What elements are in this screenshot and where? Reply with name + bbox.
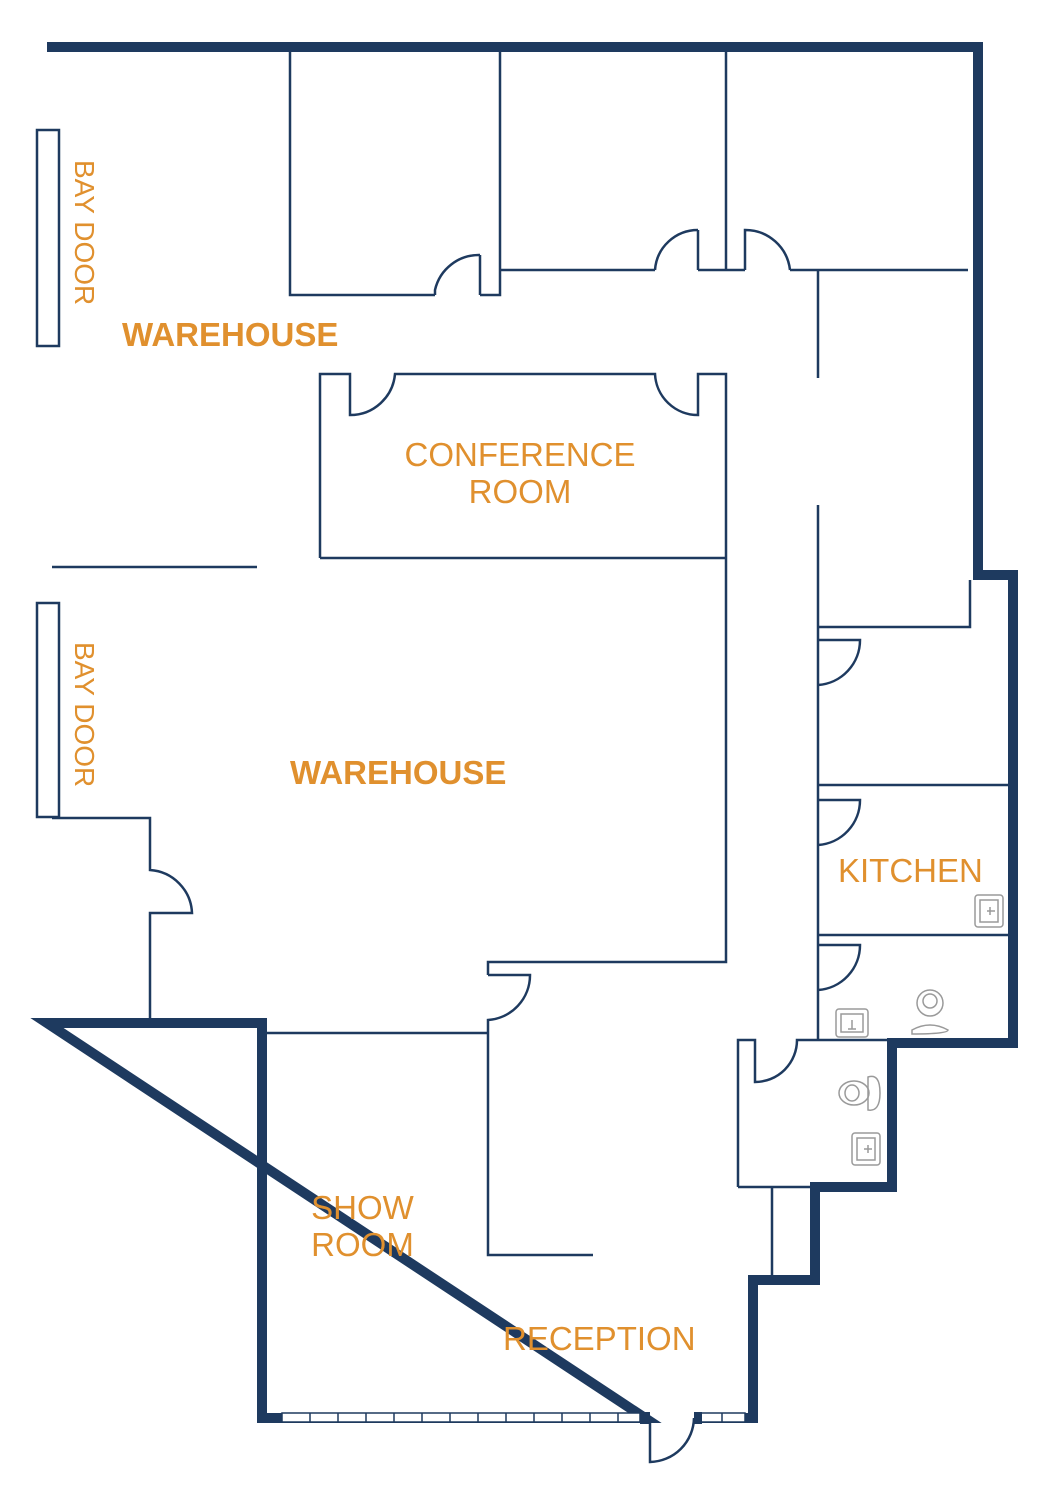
bay-door-lower-panel: [35, 601, 61, 819]
kitchen-label: KITCHEN: [838, 852, 983, 889]
interior-walls: [52, 52, 1008, 1275]
showroom-label-line1: SHOW: [311, 1189, 414, 1226]
storefront-window: [281, 1412, 746, 1423]
bay-door-upper-panel: [35, 128, 61, 348]
conference-label-line2: ROOM: [468, 473, 572, 510]
restroom-sink-icon: [851, 1132, 881, 1166]
entrance-door[interactable]: [648, 1417, 696, 1464]
kitchen-sink-icon: [974, 894, 1004, 928]
restroom-sink-icon: [835, 1008, 869, 1038]
bay-door-upper-label: BAY DOOR: [69, 160, 100, 306]
warehouse-upper-label: WAREHOUSE: [122, 316, 339, 353]
warehouse-lower-label: WAREHOUSE: [290, 754, 507, 791]
exterior-wall: [30, 42, 1018, 1423]
toilet-icon: [911, 989, 949, 1035]
conference-label-line1: CONFERENCE: [404, 436, 636, 473]
showroom-label: SHOW ROOM: [300, 1189, 425, 1263]
bay-door-lower-label: BAY DOOR: [69, 642, 100, 788]
showroom-label-line2: ROOM: [311, 1226, 414, 1263]
reception-label: RECEPTION: [503, 1320, 696, 1357]
conference-room-label: CONFERENCE ROOM: [320, 436, 720, 510]
toilet-icon: [838, 1075, 881, 1111]
